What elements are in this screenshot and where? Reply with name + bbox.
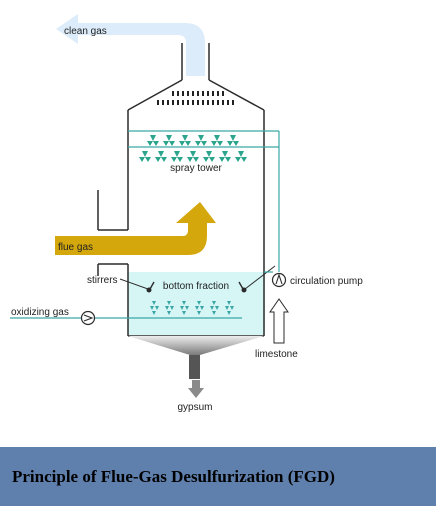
bottom-fraction-label: bottom fraction	[163, 281, 229, 292]
gypsum-outlet	[189, 355, 200, 379]
oxidizing-gas-pump-icon	[80, 310, 96, 326]
circulation-pump-label: circulation pump	[290, 276, 363, 287]
spray-headers	[10, 130, 280, 319]
clean-gas-arrow	[56, 14, 205, 76]
figure-caption: Principle of Flue-Gas Desulfurization (F…	[12, 467, 335, 486]
gypsum-arrow	[188, 380, 204, 398]
spray-nozzles	[139, 135, 247, 162]
outlet-grille	[157, 91, 234, 105]
bottom-cone	[128, 336, 264, 355]
stirrer-icon	[146, 281, 247, 293]
gypsum-label: gypsum	[177, 402, 212, 413]
caption-bar: Principle of Flue-Gas Desulfurization (F…	[0, 447, 436, 506]
flue-gas-label: flue gas	[58, 242, 93, 253]
flue-gas-arrow	[55, 202, 216, 255]
spray-tower-label: spray tower	[170, 163, 222, 174]
bottom-slurry	[128, 272, 265, 335]
stirrers-label: stirrers	[87, 275, 118, 286]
oxidizing-gas-label: oxidizing gas	[11, 307, 69, 318]
oxidation-bubbles	[150, 301, 234, 315]
circulation-pump-icon	[264, 271, 287, 288]
clean-gas-label: clean gas	[64, 26, 107, 37]
outlet-duct	[127, 43, 265, 111]
limestone-label: limestone	[255, 349, 298, 360]
limestone-arrow	[269, 298, 289, 344]
fgd-diagram: clean gas	[10, 14, 363, 413]
stirrer-pointer	[119, 265, 276, 290]
